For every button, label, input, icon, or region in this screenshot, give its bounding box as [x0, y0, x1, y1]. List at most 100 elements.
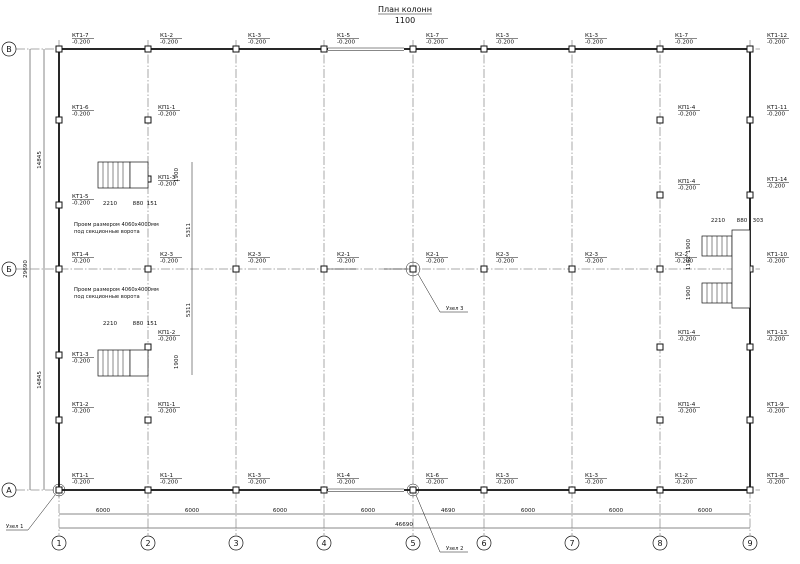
- svg-text:под секционные ворота: под секционные ворота: [74, 294, 140, 300]
- svg-text:14845: 14845: [37, 371, 43, 389]
- column-level: -0.200: [675, 40, 693, 46]
- svg-text:14845: 14845: [37, 151, 43, 169]
- svg-text:Узел 1: Узел 1: [6, 524, 23, 530]
- column-mark: КТ1-10: [767, 252, 788, 258]
- column-mark: К1-3: [248, 33, 262, 39]
- column-mark: КП1-1: [158, 105, 176, 111]
- svg-text:3: 3: [233, 539, 238, 548]
- axis-bubbles-y: В Б А: [1, 41, 17, 498]
- column-mark: КТ1-11: [767, 105, 788, 111]
- column-level: -0.200: [496, 259, 514, 265]
- column-level: -0.200: [767, 480, 785, 486]
- column-level: -0.200: [767, 409, 785, 415]
- column-level: -0.200: [72, 409, 90, 415]
- svg-text:6000: 6000: [361, 508, 376, 514]
- column-mark: К2-2: [675, 252, 688, 258]
- column-mark: КП1-4: [678, 105, 696, 111]
- column-level: -0.200: [496, 40, 514, 46]
- column-level: -0.200: [675, 259, 693, 265]
- svg-text:6000: 6000: [96, 508, 111, 514]
- column-level: -0.200: [678, 337, 696, 343]
- svg-text:151: 151: [147, 321, 158, 327]
- column-mark: К2-3: [496, 252, 510, 258]
- left-dimension-lines: [29, 49, 45, 490]
- column-level: -0.200: [158, 337, 176, 343]
- column-mark: К1-3: [585, 473, 599, 479]
- column-level: -0.200: [337, 40, 355, 46]
- column-level: -0.200: [767, 259, 785, 265]
- column-level: -0.200: [72, 359, 90, 365]
- column-mark: К1-5: [337, 33, 351, 39]
- column-level: -0.200: [585, 259, 603, 265]
- column-level: -0.200: [426, 480, 444, 486]
- column-level: -0.200: [678, 112, 696, 118]
- column-level: -0.200: [337, 259, 355, 265]
- column-level: -0.200: [248, 259, 266, 265]
- svg-text:1900: 1900: [686, 238, 692, 253]
- column-mark: К1-6: [426, 473, 440, 479]
- svg-text:880: 880: [737, 218, 748, 224]
- drawing-title: План колонн: [378, 5, 432, 14]
- svg-text:В: В: [6, 45, 12, 54]
- svg-text:1: 1: [56, 539, 61, 548]
- column-level: -0.200: [496, 480, 514, 486]
- svg-text:4690: 4690: [441, 508, 456, 514]
- svg-text:5311: 5311: [186, 222, 192, 237]
- column-level: -0.200: [678, 409, 696, 415]
- left-dimensions: 14845 14845 29690: [23, 151, 43, 389]
- column-level: -0.200: [158, 182, 176, 188]
- column-mark: К2-3: [248, 252, 262, 258]
- column-level: -0.200: [337, 480, 355, 486]
- svg-text:6000: 6000: [273, 508, 288, 514]
- gate-openings: [326, 47, 408, 492]
- svg-text:4: 4: [321, 539, 326, 548]
- column-mark: КП1-1: [158, 402, 176, 408]
- svg-text:9: 9: [747, 539, 752, 548]
- column-mark: К1-2: [675, 473, 688, 479]
- svg-text:303: 303: [753, 218, 764, 224]
- column-level: -0.200: [585, 40, 603, 46]
- column-level: -0.200: [248, 480, 266, 486]
- column-level: -0.200: [426, 40, 444, 46]
- column-mark: КТ1-14: [767, 177, 788, 183]
- svg-text:880: 880: [133, 201, 144, 207]
- gate-notes: Проем размером 4060х4000мм под секционны…: [74, 222, 159, 300]
- drawing-subtitle: 1100: [395, 16, 415, 25]
- column-level: -0.200: [158, 112, 176, 118]
- column-labels: КТ1-7-0.200К1-2-0.200К1-3-0.200К1-5-0.20…: [72, 33, 789, 486]
- bottom-dimensions: 6000 6000 6000 6000 4690 6000 6000 6000 …: [96, 508, 713, 528]
- column-mark: К1-7: [675, 33, 689, 39]
- svg-text:2: 2: [145, 539, 150, 548]
- column-level: -0.200: [72, 201, 90, 207]
- column-mark: КТ1-1: [72, 473, 89, 479]
- column-level: -0.200: [158, 409, 176, 415]
- svg-text:8: 8: [657, 539, 662, 548]
- svg-text:1900: 1900: [174, 167, 180, 182]
- column-mark: К1-3: [585, 33, 599, 39]
- column-mark: К1-1: [160, 473, 174, 479]
- svg-text:Проем размером 4060х4000мм: Проем размером 4060х4000мм: [74, 287, 159, 293]
- svg-text:5: 5: [410, 539, 415, 548]
- svg-text:А: А: [6, 486, 12, 495]
- column-level: -0.200: [160, 40, 178, 46]
- axis-bubbles-x: 1 2 3 4 5 6 7 8 9: [51, 535, 758, 551]
- svg-text:2210: 2210: [103, 201, 118, 207]
- column-level: -0.200: [767, 184, 785, 190]
- column-mark: К2-1: [337, 252, 351, 258]
- column-level: -0.200: [72, 480, 90, 486]
- column-mark: КТ1-3: [72, 352, 89, 358]
- column-mark: КТ1-2: [72, 402, 89, 408]
- total-length: 46690: [395, 522, 413, 528]
- svg-text:Узел 3: Узел 3: [446, 306, 463, 312]
- column-level: -0.200: [767, 40, 785, 46]
- column-mark: КТ1-7: [72, 33, 89, 39]
- svg-text:880: 880: [133, 321, 144, 327]
- column-level: -0.200: [72, 259, 90, 265]
- column-mark: КТ1-9: [767, 402, 784, 408]
- column-level: -0.200: [72, 112, 90, 118]
- staircase-lower-left: [97, 349, 149, 377]
- svg-text:6000: 6000: [521, 508, 536, 514]
- column-mark: К1-3: [496, 473, 510, 479]
- svg-text:1900: 1900: [686, 285, 692, 300]
